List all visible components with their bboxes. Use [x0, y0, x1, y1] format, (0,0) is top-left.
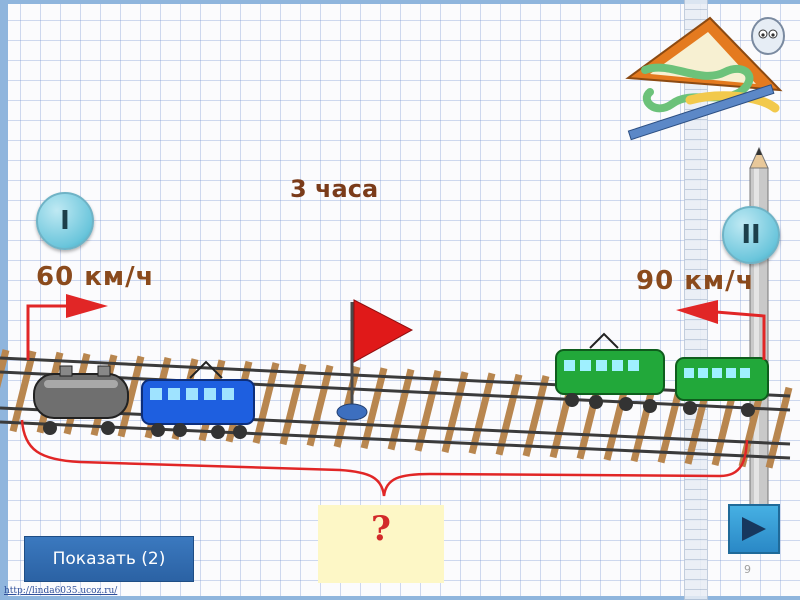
- unknown-distance-mark: ?: [371, 509, 391, 549]
- railway-sleeper: [522, 375, 550, 457]
- railway-sleeper: [0, 349, 10, 389]
- railway-sleeper: [414, 369, 442, 452]
- direction-arrow-right: [26, 294, 108, 360]
- next-slide-icon: [742, 517, 766, 541]
- stationery-decor-icon: [625, 16, 785, 141]
- railway-sleeper: [360, 367, 388, 450]
- page-number: 9: [744, 563, 751, 576]
- slide-bottom-border: [0, 596, 800, 600]
- direction-arrow-left: [676, 300, 766, 360]
- train-two-speed: 90 км/ч: [636, 266, 755, 296]
- railway-sleeper: [468, 372, 496, 455]
- flag-icon: [336, 299, 414, 421]
- slide-left-border: [0, 0, 8, 600]
- railway-sleeper: [9, 350, 37, 433]
- railway-sleeper: [495, 373, 523, 456]
- railway-sleeper: [117, 355, 145, 438]
- train-two-marker: II: [722, 206, 780, 264]
- blue-locomotive: [141, 360, 255, 439]
- green-train: [555, 332, 769, 417]
- railway-sleeper: [387, 368, 415, 451]
- next-slide-button[interactable]: [728, 504, 780, 554]
- site-link[interactable]: http://linda6035.ucoz.ru/: [4, 586, 118, 596]
- railway-sleeper: [306, 364, 334, 447]
- show-answer-button[interactable]: Показать (2): [24, 536, 194, 582]
- railway-sleeper: [441, 371, 469, 453]
- train-one-speed: 60 км/ч: [36, 262, 155, 292]
- slide-top-border: [0, 0, 800, 4]
- answer-box[interactable]: ?: [318, 505, 444, 583]
- tank-car: [33, 365, 129, 435]
- train-one-marker: I: [36, 192, 94, 250]
- railway-sleeper: [279, 363, 307, 446]
- distance-brace: [20, 419, 749, 497]
- travel-time-label: 3 часа: [290, 175, 379, 203]
- railway-sleeper: [765, 386, 793, 469]
- railway-sleeper: [252, 362, 280, 444]
